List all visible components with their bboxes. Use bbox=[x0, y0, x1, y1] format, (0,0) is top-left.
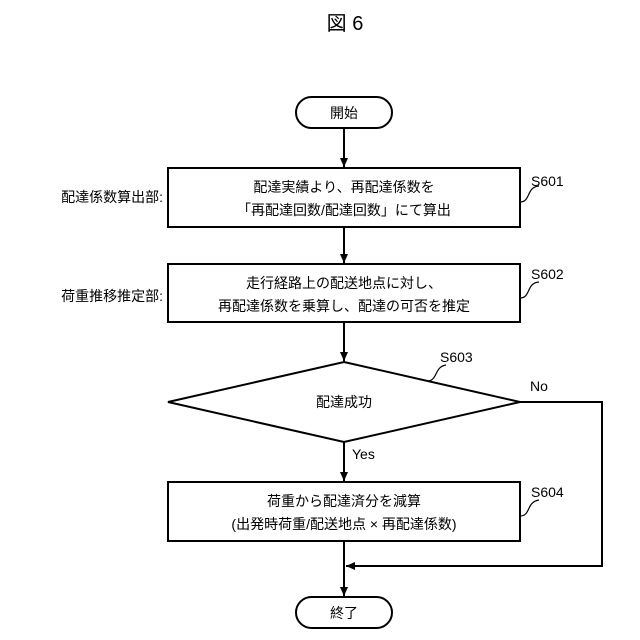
process-box-s601: 配達実績より、再配達係数を 「再配達回数/配達回数」にて算出 bbox=[168, 168, 520, 227]
decision-diamond-s603: 配達成功 bbox=[168, 362, 520, 442]
yes-branch-label: Yes bbox=[352, 446, 375, 462]
s602-line-1: 走行経路上の配送地点に対し、 bbox=[246, 275, 442, 291]
figure-title: 図 6 bbox=[327, 13, 364, 35]
s604-line-1: 荷重から配達済分を減算 bbox=[267, 493, 421, 509]
s602-leader-line bbox=[520, 282, 539, 298]
s601-unit-label: 配達係数算出部: bbox=[61, 189, 163, 205]
s604-line-2: (出発時荷重/配送地点 × 再配達係数) bbox=[231, 516, 456, 532]
start-terminal: 開始 bbox=[296, 97, 392, 128]
s601-line-1: 配達実績より、再配達係数を bbox=[253, 179, 434, 195]
s601-step-label: S601 bbox=[531, 173, 564, 189]
process-box-s602: 走行経路上の配送地点に対し、 再配達係数を乗算し、配達の可否を推定 bbox=[168, 264, 520, 322]
end-terminal-label: 終了 bbox=[330, 605, 358, 621]
s601-line-2: 「再配達回数/配達回数」にて算出 bbox=[237, 202, 451, 218]
s602-step-label: S602 bbox=[531, 266, 564, 282]
process-box-s601-shape bbox=[168, 168, 520, 227]
s603-decision-label: 配達成功 bbox=[316, 394, 372, 410]
s603-leader-line bbox=[428, 365, 446, 381]
no-branch-label: No bbox=[530, 378, 548, 394]
end-terminal: 終了 bbox=[296, 597, 392, 628]
s602-unit-label: 荷重推移推定部: bbox=[61, 288, 163, 304]
s604-step-label: S604 bbox=[531, 484, 564, 500]
process-box-s604: 荷重から配達済分を減算 (出発時荷重/配送地点 × 再配達係数) bbox=[168, 482, 520, 541]
s602-line-2: 再配達係数を乗算し、配達の可否を推定 bbox=[218, 298, 470, 314]
process-box-s604-shape bbox=[168, 482, 520, 541]
s603-step-label: S603 bbox=[440, 349, 473, 365]
start-terminal-label: 開始 bbox=[330, 105, 358, 121]
s604-leader-line bbox=[520, 500, 539, 516]
